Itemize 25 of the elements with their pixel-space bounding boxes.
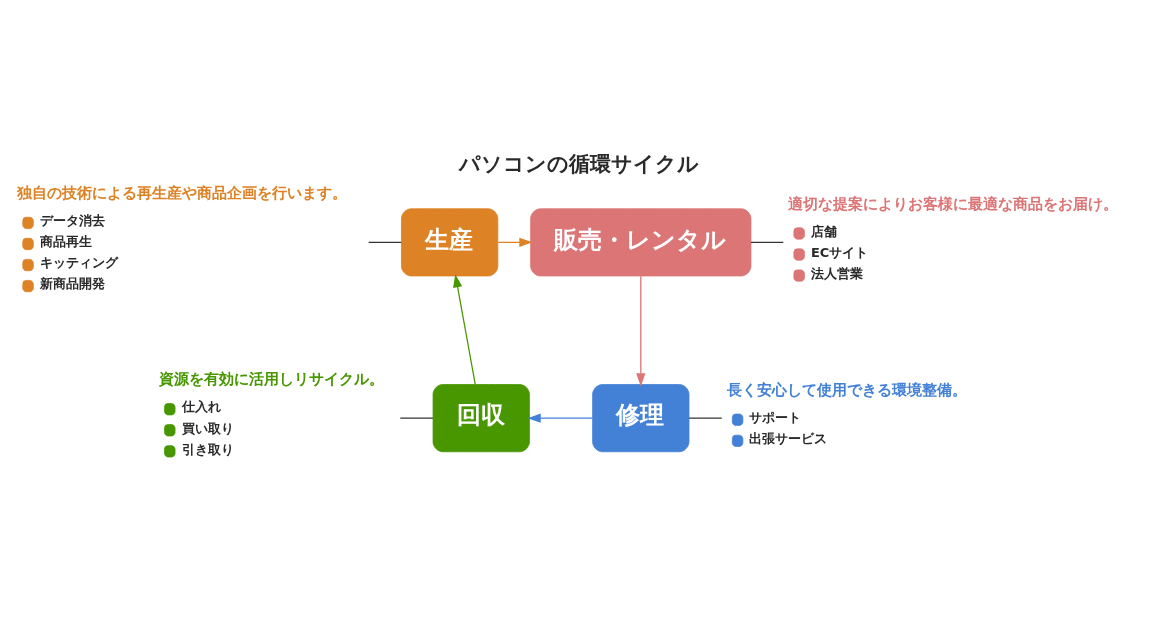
arrow bbox=[453, 274, 476, 386]
node-label: 店舗 bbox=[810, 223, 837, 239]
node-label: ECサイト bbox=[810, 244, 869, 260]
arrow bbox=[527, 413, 594, 423]
connector bbox=[368, 241, 402, 243]
node-label: 適切な提案によりお客様に最適な商品をお届け。 bbox=[788, 194, 1119, 213]
arrow bbox=[636, 275, 646, 387]
node-label: 引き取り bbox=[181, 441, 234, 457]
node-text: 独自の技術による再生産や商品企画を行います。 データ消去 商品再生 キッティング 新商品開発 bbox=[17, 183, 348, 292]
connector bbox=[399, 417, 434, 419]
node-label: 法人営業 bbox=[810, 265, 863, 281]
node-box: 生産 bbox=[401, 208, 499, 277]
node-box: 修理 bbox=[592, 384, 690, 453]
node-label: 買い取り bbox=[181, 420, 234, 436]
node-label: サポート bbox=[749, 410, 802, 426]
arrow bbox=[497, 237, 533, 247]
connector bbox=[688, 417, 723, 419]
node-box: 回収 bbox=[432, 384, 530, 453]
diagram-title: パソコンの循環サイクル bbox=[458, 150, 699, 176]
node-label: 出張サービス bbox=[749, 431, 828, 447]
node-label: 仕入れ bbox=[181, 399, 221, 415]
node-box: 販売・レンタル bbox=[530, 208, 752, 277]
node-label: 長く安心して使用できる環境整備。 bbox=[726, 380, 967, 399]
node-label: 資源を有効に活用しリサイクル。 bbox=[158, 370, 384, 389]
connector bbox=[750, 241, 784, 243]
